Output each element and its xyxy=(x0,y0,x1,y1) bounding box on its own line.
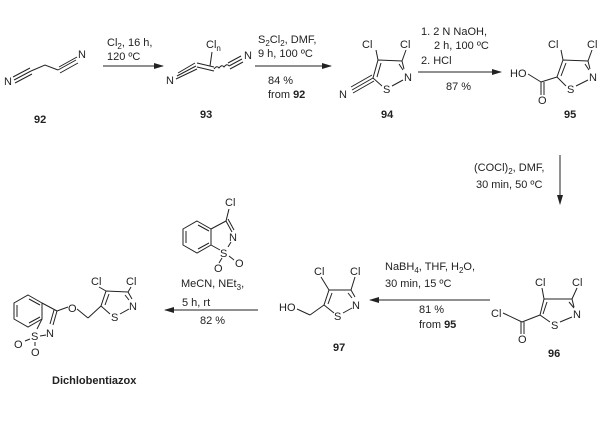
svg-text:Cl: Cl xyxy=(548,39,558,51)
compound-label: 92 xyxy=(34,114,46,126)
svg-text:Cl: Cl xyxy=(126,276,136,288)
svg-text:Cl: Cl xyxy=(91,276,101,288)
compound-label: 93 xyxy=(200,109,212,121)
svg-text:S: S xyxy=(31,331,38,343)
svg-text:HO: HO xyxy=(279,302,296,314)
svg-text:30 min, 15 ºC: 30 min, 15 ºC xyxy=(385,278,451,290)
svg-text:O: O xyxy=(214,263,223,275)
svg-text:2 h, 100 ºC: 2 h, 100 ºC xyxy=(434,40,489,52)
svg-text:O: O xyxy=(235,258,244,270)
step-5-arrow: NaBH4, THF, H2O, 30 min, 15 ºC 81 % from… xyxy=(369,261,490,331)
step-3-arrow: 1. 2 N NaOH, 2 h, 100 ºC 2. HCl 87 % xyxy=(418,26,502,93)
svg-text:S: S xyxy=(220,248,227,260)
svg-text:N: N xyxy=(352,300,360,312)
svg-text:N: N xyxy=(404,72,412,84)
svg-text:O: O xyxy=(538,95,547,107)
svg-text:Cl: Cl xyxy=(587,39,597,51)
svg-text:84 %: 84 % xyxy=(268,75,293,87)
compound-label: Dichlobentiazox xyxy=(52,375,137,387)
svg-text:Cl: Cl xyxy=(362,39,372,51)
svg-text:Cl: Cl xyxy=(400,39,410,51)
svg-text:HO: HO xyxy=(510,68,527,80)
svg-text:NaBH4, THF, H2O,: NaBH4, THF, H2O, xyxy=(385,261,475,275)
svg-text:2. HCl: 2. HCl xyxy=(421,55,452,67)
svg-text:S2Cl2, DMF,: S2Cl2, DMF, xyxy=(258,34,316,48)
compound-95: HO O Cl Cl N S 95 xyxy=(510,39,597,121)
svg-text:30 min, 50 ºC: 30 min, 50 ºC xyxy=(476,179,542,191)
svg-text:Cl: Cl xyxy=(535,277,545,289)
svg-text:from 92: from 92 xyxy=(268,89,305,101)
svg-text:N: N xyxy=(166,75,174,87)
svg-text:from 95: from 95 xyxy=(419,319,456,331)
svg-text:MeCN, NEt3,: MeCN, NEt3, xyxy=(181,278,244,292)
svg-text:Cl: Cl xyxy=(572,277,582,289)
svg-text:N: N xyxy=(78,49,86,61)
svg-text:O: O xyxy=(31,347,40,359)
svg-text:Cl2, 16 h,: Cl2, 16 h, xyxy=(107,37,152,51)
svg-text:S: S xyxy=(383,84,390,96)
svg-text:N: N xyxy=(589,72,597,84)
svg-text:Cl: Cl xyxy=(225,197,235,209)
svg-text:N: N xyxy=(573,309,581,321)
svg-text:O: O xyxy=(14,339,23,351)
compound-97: HO Cl Cl NS 97 xyxy=(279,266,360,354)
compound-label: 96 xyxy=(548,348,560,360)
svg-text:S: S xyxy=(334,311,341,323)
svg-text:S: S xyxy=(551,320,558,332)
svg-text:(COCl)2, DMF,: (COCl)2, DMF, xyxy=(474,162,544,176)
svg-text:N: N xyxy=(339,89,347,101)
svg-text:87 %: 87 % xyxy=(446,81,471,93)
svg-text:O: O xyxy=(518,334,527,346)
step-1-arrow: Cl2, 16 h, 120 ºC xyxy=(103,37,164,69)
compound-93: N Cln N 93 xyxy=(166,39,252,121)
svg-text:N: N xyxy=(129,301,137,313)
svg-text:5 h, rt: 5 h, rt xyxy=(182,297,210,309)
svg-text:N: N xyxy=(4,76,12,88)
svg-text:N: N xyxy=(46,328,54,340)
compound-label: 97 xyxy=(333,342,345,354)
svg-text:Cln: Cln xyxy=(206,39,221,53)
svg-text:N: N xyxy=(229,232,237,244)
compound-94: Cl Cl N S N 94 xyxy=(339,39,412,121)
svg-text:Cl: Cl xyxy=(314,266,324,278)
svg-text:N: N xyxy=(244,50,252,62)
svg-text:81 %: 81 % xyxy=(419,304,444,316)
svg-text:9 h, 100 ºC: 9 h, 100 ºC xyxy=(258,48,313,60)
compound-label: 95 xyxy=(564,109,576,121)
svg-text:82 %: 82 % xyxy=(200,315,225,327)
step-2-arrow: S2Cl2, DMF, 9 h, 100 ºC 84 % from 92 xyxy=(255,34,332,101)
step-4-arrow: (COCl)2, DMF, 30 min, 50 ºC xyxy=(474,155,563,205)
svg-text:Cl: Cl xyxy=(350,266,360,278)
compound-label: 94 xyxy=(381,109,394,121)
svg-text:S: S xyxy=(111,312,118,324)
svg-text:S: S xyxy=(567,84,574,96)
svg-text:120 ºC: 120 ºC xyxy=(107,51,140,63)
compound-92: N N 92 xyxy=(4,49,86,126)
svg-text:Cl: Cl xyxy=(491,308,501,320)
svg-text:O: O xyxy=(68,303,77,315)
svg-text:1. 2 N NaOH,: 1. 2 N NaOH, xyxy=(421,26,487,38)
